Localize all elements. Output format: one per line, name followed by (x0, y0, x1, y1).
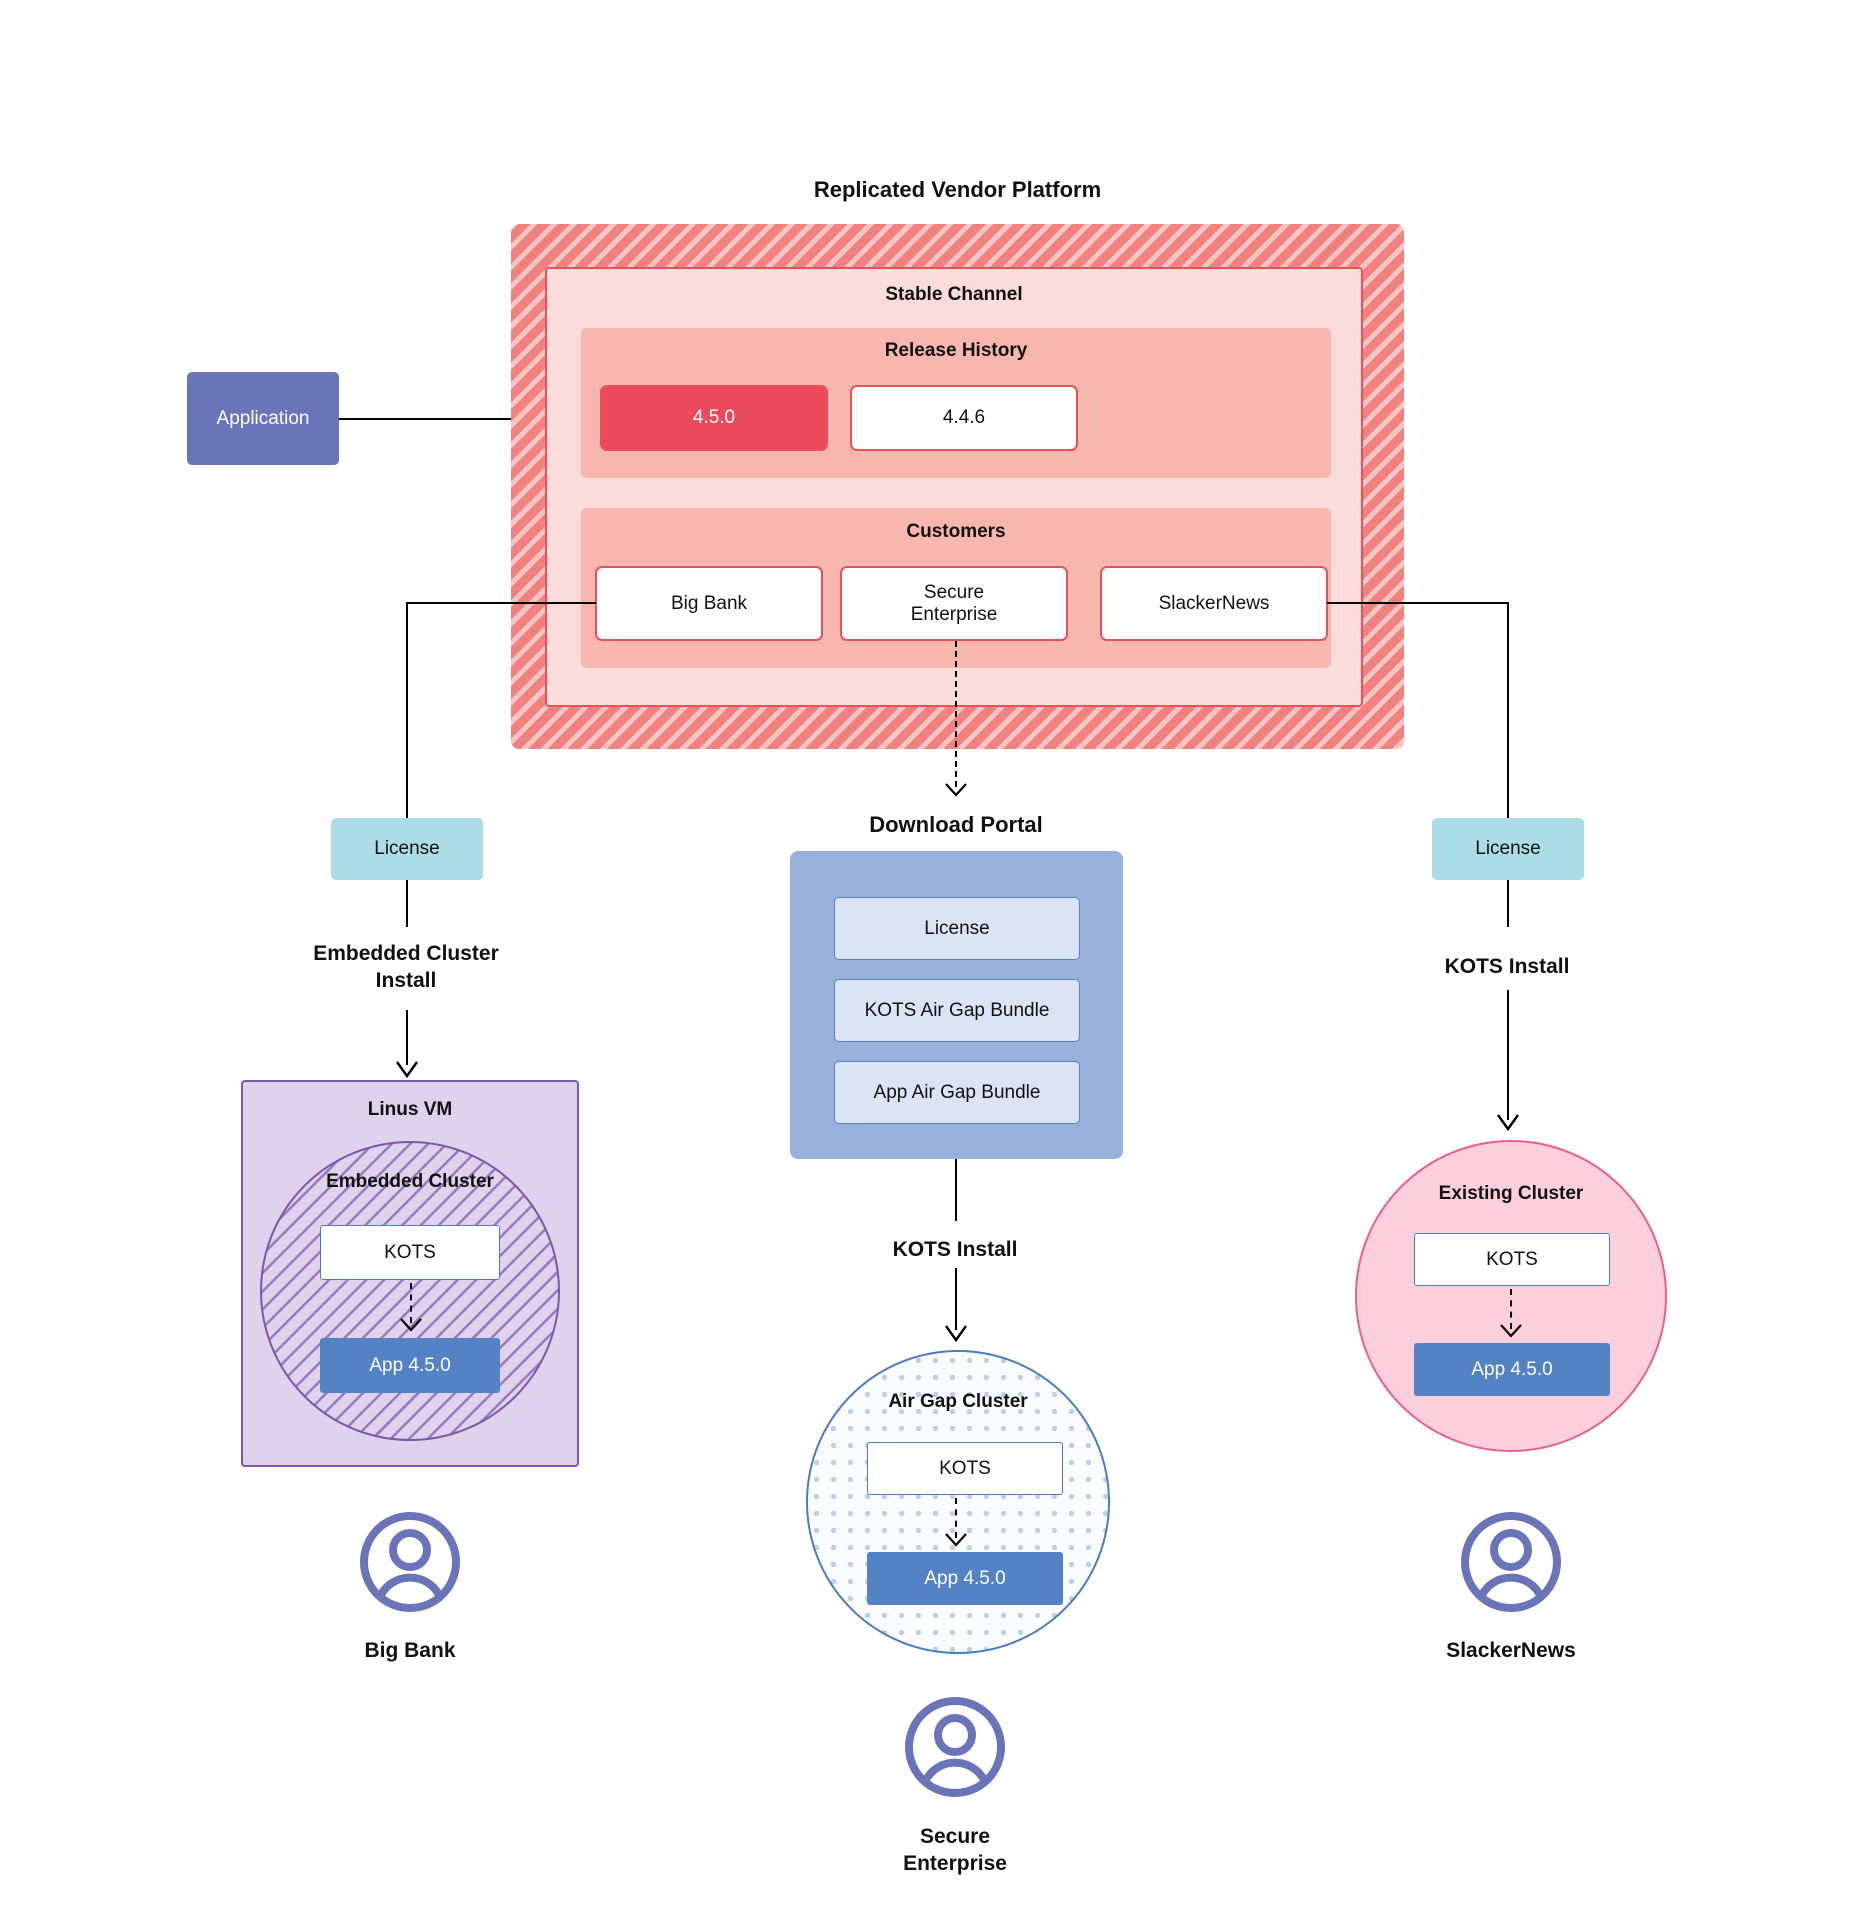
connector-bigbank-vertical (406, 602, 408, 818)
release-item-4-4-6[interactable]: 4.4.6 (850, 385, 1078, 451)
portal-item-label: KOTS Air Gap Bundle (864, 999, 1050, 1021)
app-version-label: App 4.5.0 (1471, 1358, 1553, 1380)
kots-node-right[interactable]: KOTS (1414, 1233, 1610, 1286)
portal-item-license[interactable]: License (834, 897, 1080, 960)
customer-label-big-bank: Big Bank (364, 1638, 456, 1662)
kots-install-label-right: KOTS Install (1444, 954, 1570, 978)
customer-label-line-1: Secure (919, 1825, 991, 1849)
connector-right-kots-to-app (1510, 1289, 1512, 1329)
embedded-cluster-title-wrap: Embedded Cluster (260, 1165, 560, 1199)
customer-name-label: SlackerNews (1158, 592, 1270, 614)
embedded-cluster-title: Embedded Cluster (326, 1171, 494, 1192)
customer-card-big-bank[interactable]: Big Bank (595, 566, 823, 641)
arrow-head-icon (1497, 1114, 1519, 1132)
kots-node-middle[interactable]: KOTS (867, 1442, 1063, 1495)
linus-vm-title: Linus VM (367, 1099, 453, 1120)
kots-label: KOTS (384, 1241, 436, 1263)
connector-left-license-down (406, 880, 408, 927)
release-history-label: Release History (884, 339, 1028, 361)
arrow-head-icon (945, 1325, 967, 1343)
connector-left-kots-to-app (410, 1283, 412, 1323)
arrow-head-icon (396, 1061, 418, 1079)
connector-right-install-down (1507, 990, 1509, 1120)
air-gap-cluster-title-wrap: Air Gap Cluster (806, 1386, 1110, 1418)
customer-label-secure-enterprise: Secure Enterprise (835, 1818, 1075, 1884)
app-version-label: App 4.5.0 (924, 1567, 1006, 1589)
existing-cluster-title: Existing Cluster (1438, 1183, 1584, 1204)
kots-label: KOTS (1486, 1248, 1538, 1270)
stable-channel-label: Stable Channel (885, 284, 1023, 305)
connector-right-license-down (1507, 880, 1509, 927)
user-avatar-icon (905, 1697, 1005, 1797)
app-version-node-left[interactable]: App 4.5.0 (320, 1338, 500, 1393)
customer-card-secure-enterprise[interactable]: Secure Enterprise (840, 566, 1068, 641)
install-label-line-1: Embedded Cluster (313, 942, 499, 966)
connector-application-to-release (339, 418, 594, 420)
application-label: Application (216, 407, 310, 429)
connector-portal-down (955, 1159, 957, 1221)
arrow-head-icon (945, 783, 967, 797)
air-gap-cluster-title: Air Gap Cluster (888, 1391, 1028, 1412)
release-version-label: 4.5.0 (692, 407, 736, 428)
app-version-node-right[interactable]: App 4.5.0 (1414, 1343, 1610, 1396)
customer-name-label: Big Bank (670, 592, 748, 614)
portal-item-label: License (924, 917, 990, 939)
license-node-right[interactable]: License (1432, 818, 1584, 880)
customer-label-line-2: Enterprise (903, 1852, 1007, 1875)
customer-name-line-1: Secure (923, 581, 985, 603)
portal-item-label: App Air Gap Bundle (873, 1081, 1041, 1103)
connector-middle-kots-to-app (955, 1498, 957, 1538)
portal-item-app-air-gap-bundle[interactable]: App Air Gap Bundle (834, 1061, 1080, 1124)
customers-label: Customers (906, 521, 1006, 542)
connector-slackernews-horizontal (1327, 602, 1509, 604)
connector-secure-enterprise-dashed (955, 641, 957, 787)
user-avatar-icon (1461, 1512, 1561, 1612)
connector-slackernews-vertical (1507, 602, 1509, 818)
existing-cluster-title-wrap: Existing Cluster (1355, 1178, 1667, 1210)
connector-left-install-down (406, 1010, 408, 1065)
connector-middle-install-down (955, 1268, 957, 1330)
connector-bigbank-horizontal (406, 602, 596, 604)
install-label-line-2: Install (375, 969, 437, 992)
arrow-head-icon (400, 1318, 422, 1332)
customer-label-slackernews: SlackerNews (1446, 1638, 1576, 1662)
arrow-head-icon (1500, 1324, 1522, 1338)
license-label: License (374, 838, 440, 859)
app-version-node-middle[interactable]: App 4.5.0 (867, 1552, 1063, 1605)
customer-card-slackernews[interactable]: SlackerNews (1100, 566, 1328, 641)
embedded-cluster-install-label: Embedded Cluster Install (266, 938, 546, 998)
user-avatar-icon (360, 1512, 460, 1612)
page-title: Replicated Vendor Platform (813, 177, 1102, 202)
app-version-label: App 4.5.0 (369, 1354, 451, 1376)
portal-item-kots-air-gap-bundle[interactable]: KOTS Air Gap Bundle (834, 979, 1080, 1042)
license-node-left[interactable]: License (331, 818, 483, 880)
kots-node-left[interactable]: KOTS (320, 1225, 500, 1280)
kots-label: KOTS (939, 1457, 991, 1479)
license-label: License (1475, 838, 1541, 859)
release-item-4-5-0[interactable]: 4.5.0 (600, 385, 828, 451)
kots-install-label-middle: KOTS Install (892, 1237, 1018, 1261)
customer-name-line-2: Enterprise (910, 603, 998, 625)
application-node[interactable]: Application (187, 372, 339, 465)
arrow-head-icon (945, 1533, 967, 1547)
release-version-label: 4.4.6 (942, 407, 986, 428)
download-portal-title: Download Portal (869, 812, 1043, 837)
